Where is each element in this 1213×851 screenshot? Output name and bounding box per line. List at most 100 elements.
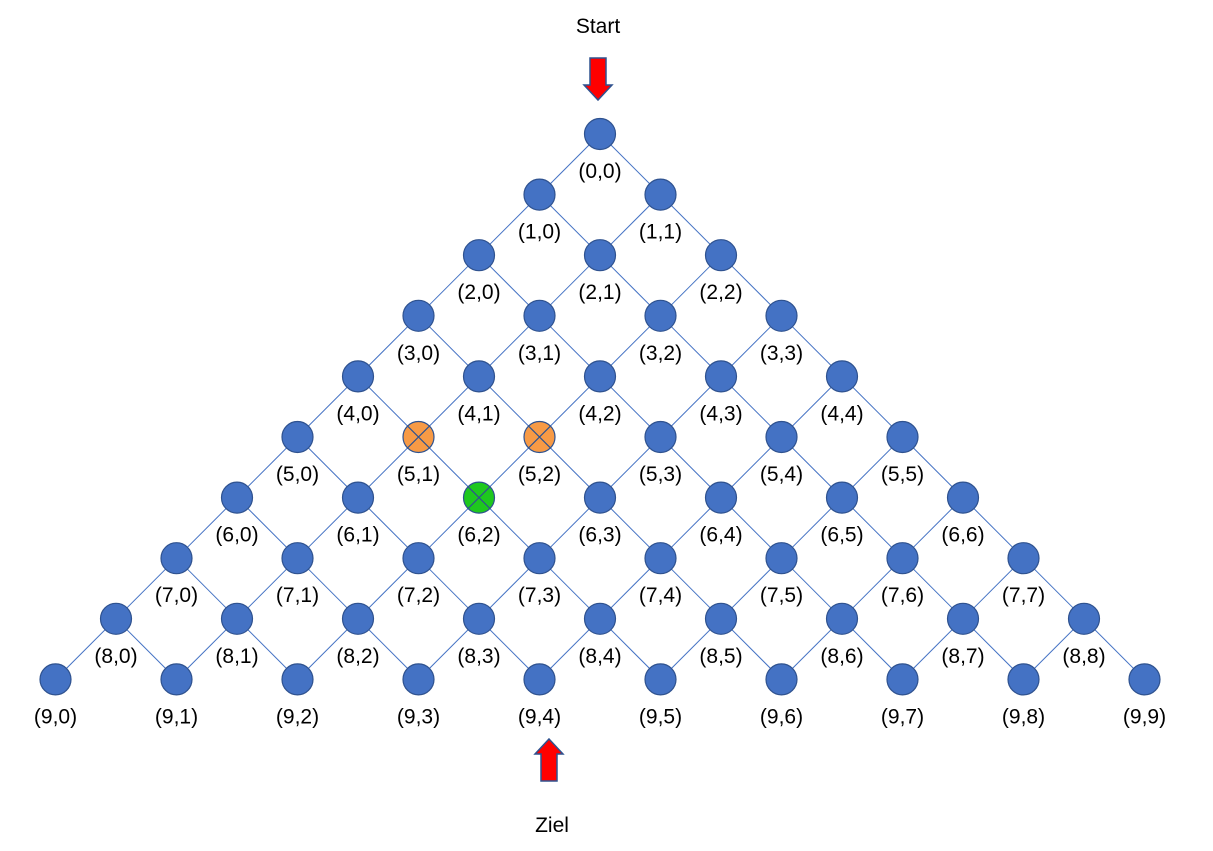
start-arrow-icon [582,57,614,102]
node-5-2 [523,420,556,454]
node-label-2-0: (2,0) [457,281,500,304]
node-8-1 [220,602,254,635]
node-circle [704,481,738,514]
node-7-7 [1007,542,1040,575]
node-label-8-7: (8,7) [941,645,984,668]
node-circle [765,420,798,454]
node-circle [281,542,314,575]
node-4-3 [704,360,738,393]
node-9-2 [281,663,314,696]
node-label-6-6: (6,6) [941,524,984,547]
node-circle [886,420,919,454]
node-label-9-0: (9,0) [34,705,77,728]
node-label-5-1: (5,1) [397,463,440,486]
node-9-5 [644,663,677,696]
node-circle [644,663,677,696]
node-circle [462,602,496,635]
node-1-0 [523,178,556,211]
node-label-9-3: (9,3) [397,705,440,728]
node-0-0 [583,117,617,151]
node-label-8-8: (8,8) [1062,645,1105,668]
node-circle [644,542,677,575]
node-circle [644,178,677,211]
node-circle [523,542,556,575]
goal-label: Ziel [535,814,569,837]
node-label-5-3: (5,3) [639,463,682,486]
node-circle [765,542,798,575]
node-label-8-6: (8,6) [820,645,863,668]
node-circle [946,602,980,635]
node-circle [523,663,556,696]
node-7-0 [160,542,193,575]
node-8-6 [825,602,859,635]
node-label-9-6: (9,6) [760,705,803,728]
node-4-4 [825,360,859,393]
node-label-6-0: (6,0) [215,524,258,547]
node-circle [1128,663,1161,696]
node-circle [583,239,617,272]
node-circle [99,602,133,635]
node-circle [765,299,798,332]
node-7-5 [765,542,798,575]
node-circle [1067,602,1101,635]
node-circle [341,360,375,393]
node-label-8-1: (8,1) [215,645,258,668]
node-label-1-1: (1,1) [639,221,682,244]
node-2-2 [704,239,738,272]
node-label-2-2: (2,2) [699,281,742,304]
node-5-1 [402,420,435,454]
node-label-5-4: (5,4) [760,463,803,486]
node-3-1 [523,299,556,332]
node-6-3 [583,481,617,514]
node-circle [825,481,859,514]
node-7-3 [523,542,556,575]
node-circle [523,178,556,211]
node-label-9-9: (9,9) [1123,705,1166,728]
node-circle [583,117,617,151]
node-circle [825,602,859,635]
node-3-2 [644,299,677,332]
node-8-7 [946,602,980,635]
nodes-layer [39,117,1161,696]
node-label-6-4: (6,4) [699,524,742,547]
node-circle [946,481,980,514]
node-4-1 [462,360,496,393]
node-label-5-0: (5,0) [276,463,319,486]
node-8-8 [1067,602,1101,635]
cross-mark-icon [528,425,551,449]
node-circle [825,360,859,393]
node-label-7-0: (7,0) [155,584,198,607]
node-9-4 [523,663,556,696]
node-circle [1007,542,1040,575]
node-label-8-3: (8,3) [457,645,500,668]
node-circle [1007,663,1040,696]
node-label-4-2: (4,2) [578,402,621,425]
node-label-2-1: (2,1) [578,281,621,304]
node-6-2 [462,481,496,514]
node-label-9-2: (9,2) [276,705,319,728]
node-label-9-4: (9,4) [518,705,561,728]
node-label-1-0: (1,0) [518,221,561,244]
node-label-7-5: (7,5) [760,584,803,607]
node-circle [220,481,254,514]
node-label-7-7: (7,7) [1002,584,1045,607]
node-label-9-5: (9,5) [639,705,682,728]
node-2-1 [583,239,617,272]
node-8-4 [583,602,617,635]
node-circle [281,420,314,454]
node-label-8-2: (8,2) [336,645,379,668]
node-circle [462,239,496,272]
node-8-2 [341,602,375,635]
node-6-0 [220,481,254,514]
node-label-7-3: (7,3) [518,584,561,607]
node-7-6 [886,542,919,575]
node-9-0 [39,663,72,696]
node-9-6 [765,663,798,696]
node-circle [523,299,556,332]
node-label-0-0: (0,0) [578,160,621,183]
node-5-5 [886,420,919,454]
node-8-0 [99,602,133,635]
node-circle [402,663,435,696]
node-label-9-8: (9,8) [1002,705,1045,728]
node-label-4-4: (4,4) [820,402,863,425]
